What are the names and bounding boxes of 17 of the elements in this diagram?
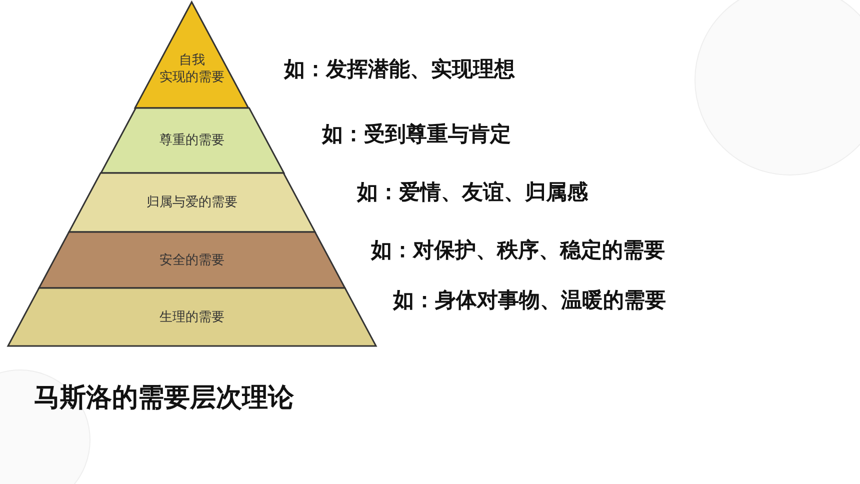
example-text: 如：对保护、秩序、稳定的需要 [371, 237, 665, 264]
pyramid-level [68, 173, 315, 232]
pyramid-level [100, 108, 284, 173]
level-label: 尊重的需要 [158, 132, 226, 149]
pyramid-level [8, 288, 376, 346]
level-label: 安全的需要 [158, 252, 226, 268]
level-label: 实现的需要 [158, 69, 226, 86]
level-label: 自我 [178, 52, 206, 69]
pyramid-level [39, 232, 345, 288]
title: 马斯洛的需要层次理论 [34, 382, 294, 415]
example-text: 如：身体对事物、温暖的需要 [393, 287, 666, 314]
level-label: 生理的需要 [158, 308, 226, 326]
example-text: 如：爱情、友谊、归属感 [357, 179, 588, 206]
example-text: 如：发挥潜能、实现理想 [284, 56, 515, 83]
example-text: 如：受到尊重与肯定 [322, 121, 511, 148]
pyramid-level [135, 2, 249, 108]
level-label: 归属与爱的需要 [145, 194, 238, 211]
